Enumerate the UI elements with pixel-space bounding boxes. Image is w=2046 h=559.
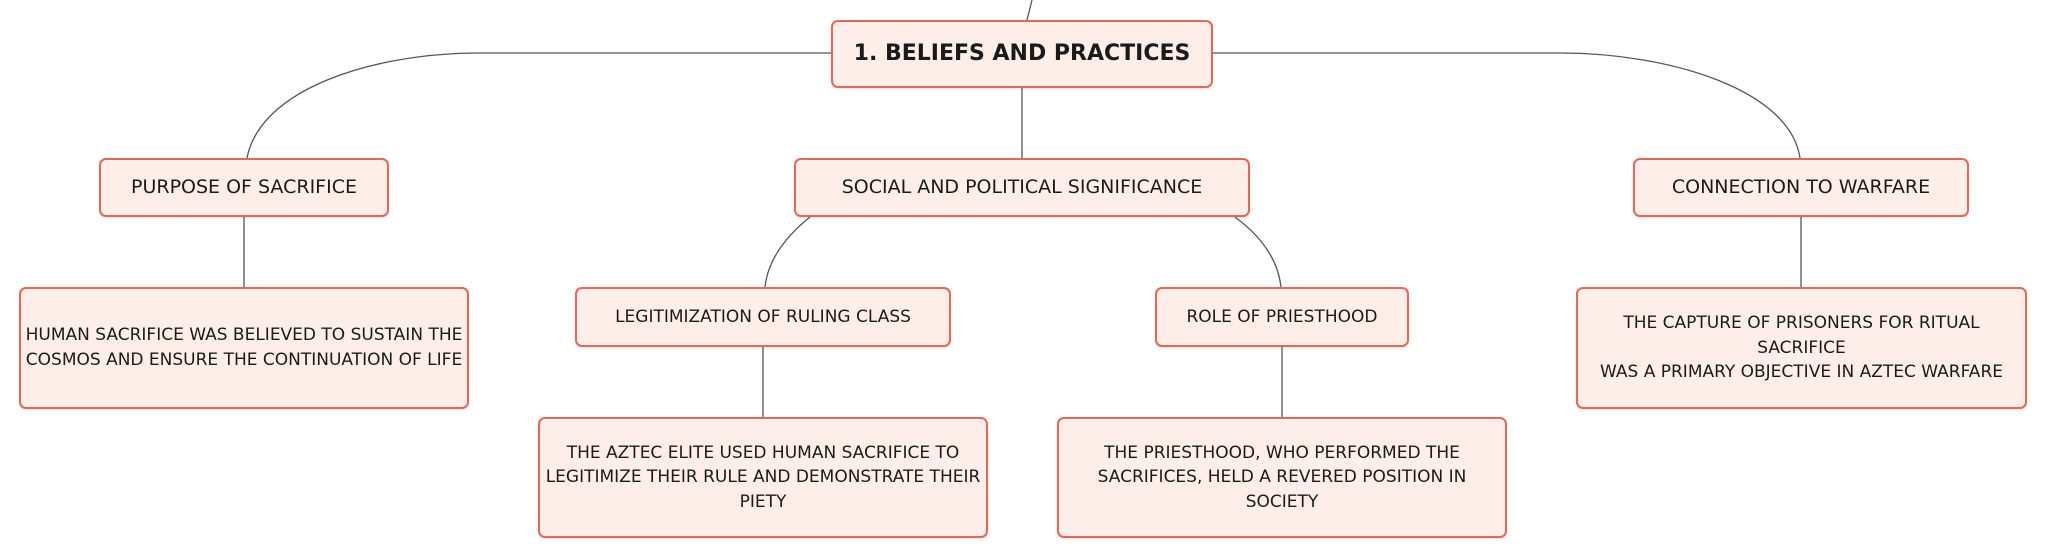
connector-from-parent	[1026, 0, 1033, 21]
topic-role-of-priesthood[interactable]: ROLE OF PRIESTHOOD	[1155, 287, 1409, 347]
leaf-text: HUMAN SACRIFICE WAS BELIEVED TO SUSTAIN …	[25, 325, 463, 370]
connector-root-purpose	[246, 52, 831, 159]
topic-connection-to-warfare[interactable]: CONNECTION TO WARFARE	[1633, 158, 1969, 217]
leaf-text: THE PRIESTHOOD, WHO PERFORMED THE SACRIF…	[1097, 442, 1467, 512]
topic-label: LEGITIMIZATION OF RULING CLASS	[615, 306, 911, 327]
leaf-text: THE CAPTURE OF PRISONERS FOR RITUAL SACR…	[1600, 313, 2003, 383]
topic-label: SOCIAL AND POLITICAL SIGNIFICANCE	[841, 175, 1203, 198]
topic-label: PURPOSE OF SACRIFICE	[131, 175, 357, 198]
connector-social-legit	[764, 216, 811, 288]
topic-legitimization-of-ruling-class[interactable]: LEGITIMIZATION OF RULING CLASS	[575, 287, 951, 347]
root-topic[interactable]: 1. BELIEFS AND PRACTICES	[831, 20, 1213, 88]
leaf-priesthood-detail[interactable]: THE PRIESTHOOD, WHO PERFORMED THE SACRIF…	[1057, 417, 1507, 538]
topic-social-political-significance[interactable]: SOCIAL AND POLITICAL SIGNIFICANCE	[794, 158, 1250, 217]
topic-label: CONNECTION TO WARFARE	[1671, 175, 1931, 198]
root-topic-label: 1. BELIEFS AND PRACTICES	[853, 41, 1191, 67]
leaf-purpose-detail[interactable]: HUMAN SACRIFICE WAS BELIEVED TO SUSTAIN …	[19, 287, 469, 409]
leaf-text: THE AZTEC ELITE USED HUMAN SACRIFICE TO …	[545, 442, 981, 512]
topic-purpose-of-sacrifice[interactable]: PURPOSE OF SACRIFICE	[99, 158, 389, 217]
leaf-warfare-detail[interactable]: THE CAPTURE OF PRISONERS FOR RITUAL SACR…	[1576, 287, 2027, 409]
connector-social-priest	[1234, 216, 1282, 288]
leaf-legitimization-detail[interactable]: THE AZTEC ELITE USED HUMAN SACRIFICE TO …	[538, 417, 988, 538]
topic-label: ROLE OF PRIESTHOOD	[1186, 306, 1378, 327]
connector-root-warfare	[1213, 52, 1801, 159]
